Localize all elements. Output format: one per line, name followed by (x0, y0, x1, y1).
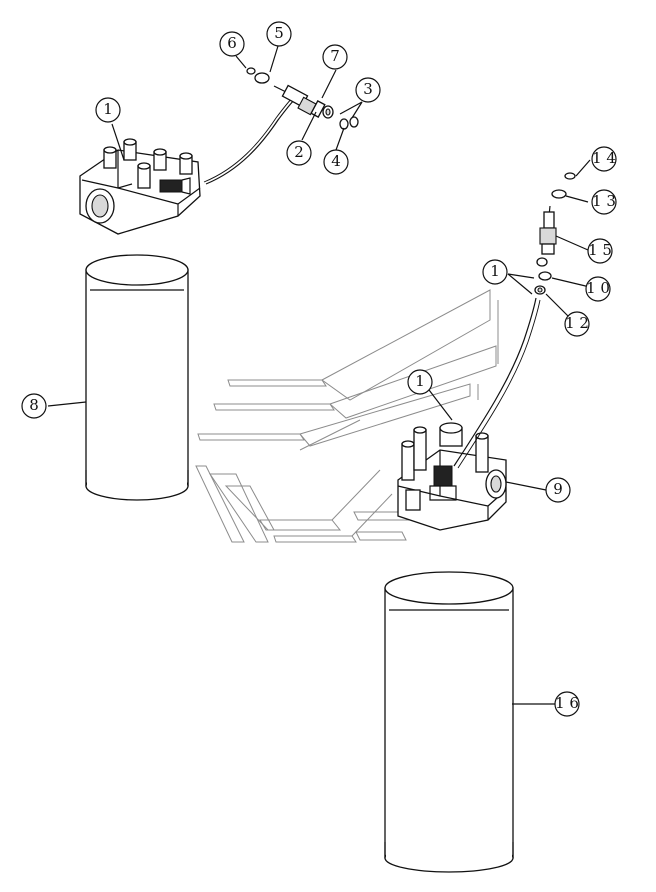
sensor-wire-lower-outline (457, 299, 541, 469)
filter-head-upper (79, 138, 201, 235)
svg-text:1 5: 1 5 (588, 241, 612, 259)
backup-ring-upper (246, 67, 256, 75)
sensor-wire-upper (205, 97, 297, 185)
svg-text:3: 3 (363, 80, 373, 98)
pressure-switch-upper (273, 84, 326, 118)
svg-text:1: 1 (415, 372, 425, 390)
svg-text:7: 7 (330, 47, 340, 65)
callout-4: 4 (323, 149, 349, 175)
callout-1b: 1 (482, 259, 508, 285)
nut-upper (339, 118, 349, 130)
washer-upper-hole (325, 108, 331, 116)
callout-10: 1 0 (585, 276, 611, 302)
svg-text:4: 4 (331, 152, 341, 170)
sensor-wire-lower (453, 297, 537, 467)
lock-nut-lower-hole (537, 287, 543, 293)
callout-2: 2 (286, 140, 312, 166)
callout-3: 3 (355, 77, 381, 103)
svg-text:8: 8 (29, 396, 39, 414)
filter-element-lower (384, 571, 514, 873)
callout-5: 5 (266, 21, 292, 47)
callout-9: 9 (545, 477, 571, 503)
callout-1a: 1 (95, 97, 121, 123)
sensor-wire-upper-outline (203, 95, 295, 183)
watermark-logo (195, 289, 499, 543)
washer-lower (538, 271, 552, 281)
filter-element-upper (85, 254, 189, 501)
svg-text:1 6: 1 6 (555, 694, 579, 712)
callout-1c: 1 (407, 369, 433, 395)
svg-text:1 3: 1 3 (592, 192, 616, 210)
callout-14: 1 4 (591, 146, 617, 172)
pressure-switch-lower (539, 205, 557, 255)
lock-nut-upper (349, 116, 359, 128)
callout-13: 1 3 (591, 189, 617, 215)
filter-head-lower (397, 422, 507, 531)
svg-text:2: 2 (294, 143, 304, 161)
svg-text:1 2: 1 2 (565, 314, 589, 332)
callout-15: 1 5 (587, 238, 613, 264)
svg-text:6: 6 (227, 34, 237, 52)
o-ring-upper (254, 72, 270, 84)
svg-text:5: 5 (274, 24, 284, 42)
callout-6: 6 (219, 31, 245, 57)
svg-text:1: 1 (103, 100, 113, 118)
backup-ring-lower (564, 172, 576, 180)
callout-12: 1 2 (564, 311, 590, 337)
callout-8: 8 (21, 393, 47, 419)
svg-text:1: 1 (490, 262, 500, 280)
svg-text:9: 9 (553, 480, 563, 498)
svg-text:1 4: 1 4 (592, 149, 616, 167)
nut-lower (536, 257, 548, 267)
callout-7: 7 (322, 44, 348, 70)
svg-text:1 0: 1 0 (586, 279, 610, 297)
o-ring-lower (551, 189, 567, 199)
callout-16: 1 6 (554, 691, 580, 717)
